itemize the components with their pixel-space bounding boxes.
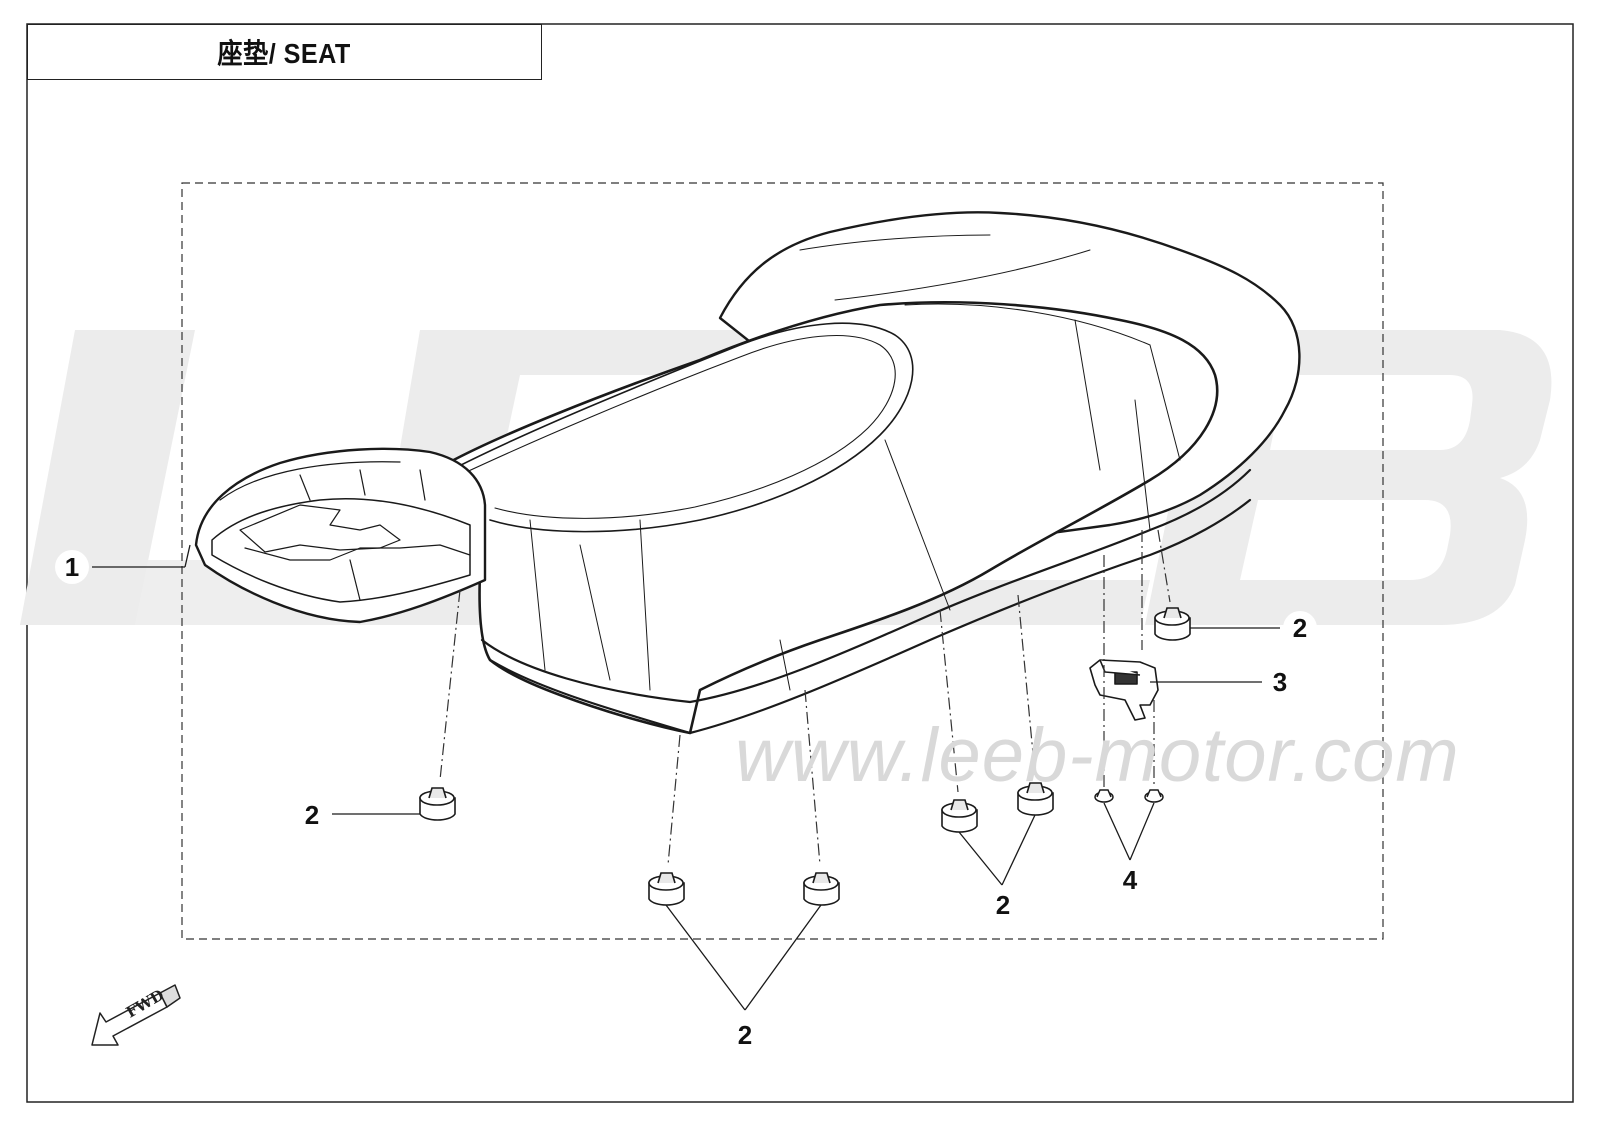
outer-frame (26, 23, 1574, 1103)
seat-side-skirt (480, 468, 1252, 704)
callout-2-middle: 2 (986, 888, 1020, 922)
seat-cushion-seam (459, 334, 896, 519)
rubber-damper-f (1017, 782, 1054, 816)
seat-panel-seams (529, 234, 1181, 691)
seat-front-nose-inner (211, 497, 471, 603)
seat-main-body (446, 300, 1219, 735)
callout-4: 4 (1113, 863, 1147, 897)
seat-front-nose (194, 447, 487, 624)
screws (1094, 789, 1164, 803)
callout-2-front: 2 (295, 798, 329, 832)
page-title: 座垫/ SEAT (217, 38, 352, 69)
leader-lines (92, 544, 1280, 1011)
seat-underside-detail (219, 461, 471, 601)
rubber-dampers (419, 607, 1191, 906)
seat-latch-part (1089, 659, 1159, 721)
callout-3: 3 (1263, 665, 1297, 699)
rubber-damper-d (803, 872, 840, 906)
assembly-dashed-box (181, 182, 1384, 940)
callout-1: 1 (55, 550, 89, 584)
rubber-damper-e (941, 799, 978, 833)
watermark-url: www.leeb-motor.com (735, 713, 1460, 798)
callout-2-rear: 2 (1283, 611, 1317, 645)
rubber-damper-c (648, 872, 685, 906)
callout-2-bottom: 2 (728, 1018, 762, 1052)
rubber-damper-a (1154, 607, 1191, 641)
rubber-damper-b (419, 787, 456, 821)
seat-rider-cushion (454, 322, 914, 533)
seat-bottom-edge (488, 498, 1252, 735)
title-box: 座垫/ SEAT (27, 24, 542, 80)
fwd-arrow-icon (91, 984, 181, 1046)
screw-b (1144, 789, 1164, 803)
seat-assembly (194, 211, 1301, 735)
screw-a (1094, 789, 1114, 803)
assembly-centerlines (439, 529, 1171, 866)
